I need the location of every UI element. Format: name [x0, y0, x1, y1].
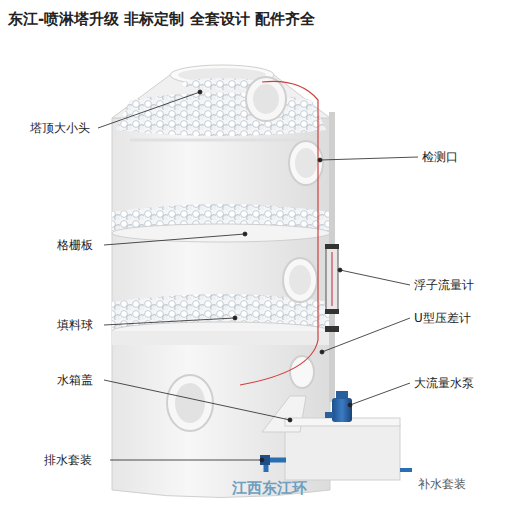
- watermark: 江西东江环: [232, 481, 307, 495]
- part-label: 浮子流量计: [414, 278, 474, 292]
- part-label: 排水套装: [44, 453, 92, 467]
- part-label: 格栅板: [57, 238, 93, 252]
- part-label: 塔顶大小头: [30, 121, 90, 135]
- part-label: 大流量水泵: [414, 376, 474, 390]
- part-label: 检测口: [422, 150, 458, 164]
- part-label: U型压差计: [414, 311, 471, 325]
- part-label: 补水套装: [418, 477, 466, 491]
- part-label: 填料球: [57, 318, 93, 332]
- page-title: 东江-喷淋塔升级 非标定制 全套设计 配件齐全: [8, 10, 315, 28]
- part-label: 水箱盖: [57, 373, 93, 387]
